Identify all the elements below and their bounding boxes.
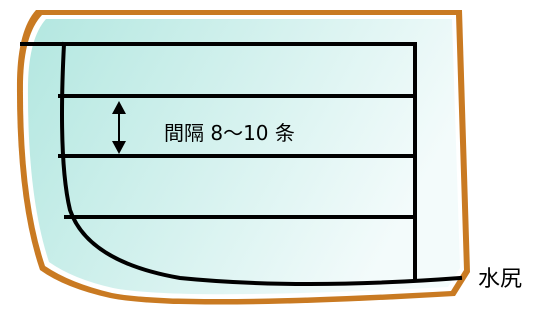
arrowhead-up-icon [112, 101, 126, 114]
outlet-label: 水尻 [478, 267, 522, 292]
spacing-arrow [112, 101, 126, 154]
arrowhead-down-icon [112, 141, 126, 154]
drainage-ditches [20, 41, 463, 286]
spacing-label: 間隔 8～10 条 [164, 121, 295, 145]
ditch-perimeter [60, 41, 463, 286]
